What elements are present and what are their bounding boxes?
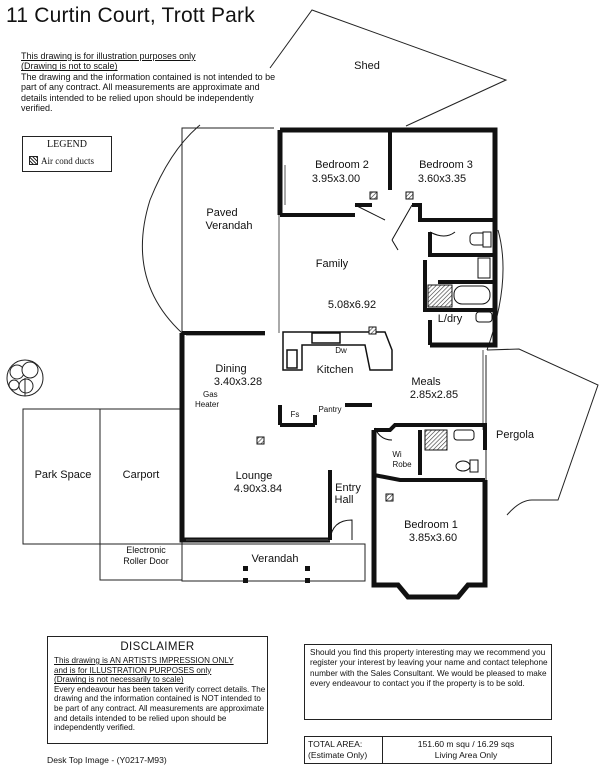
total-area-value: 151.60 m squ / 16.29 sqs Living Area Onl… bbox=[386, 739, 546, 761]
legend: LEGEND Air cond ducts bbox=[22, 136, 112, 172]
intro-note: This drawing is for illustration purpose… bbox=[21, 51, 281, 113]
label-family: Family bbox=[316, 258, 349, 270]
intro-line-2: (Drawing is not to scale) bbox=[21, 61, 118, 72]
label-bedroom-2: Bedroom 2 bbox=[315, 159, 369, 171]
disclaimer-box: DISCLAIMER This drawing is AN ARTISTS IM… bbox=[47, 636, 268, 744]
dim-bedroom-2: 3.95x3.00 bbox=[312, 173, 360, 185]
label-laundry: L/dry bbox=[438, 313, 463, 325]
disclaimer-heading: DISCLAIMER bbox=[120, 641, 195, 653]
total-area-title: TOTAL AREA: bbox=[308, 739, 363, 749]
total-area-estimate: (Estimate Only) bbox=[308, 750, 368, 760]
label-entry: Entry bbox=[335, 482, 361, 494]
front-verandah-outline bbox=[181, 543, 366, 582]
area-value: 151.60 m squ / 16.29 sqs bbox=[417, 739, 515, 749]
disclaimer-line-2: and is for ILLUSTRATION PURPOSES only bbox=[54, 665, 212, 675]
total-area-box: TOTAL AREA: (Estimate Only) 151.60 m squ… bbox=[304, 736, 552, 764]
side-verandah-outline bbox=[141, 124, 274, 334]
label-dishwasher: Dw bbox=[335, 346, 347, 355]
label-lounge: Lounge bbox=[236, 470, 273, 482]
label-dining: Dining bbox=[215, 363, 246, 375]
label-carport: Carport bbox=[123, 469, 160, 481]
dim-bedroom-3: 3.60x3.35 bbox=[418, 173, 466, 185]
pergola-outline bbox=[486, 229, 599, 501]
dim-dining: 3.40x3.28 bbox=[214, 376, 262, 388]
label-fridge-space: Fs bbox=[291, 410, 300, 419]
label-paved: Paved bbox=[206, 207, 237, 219]
area-divider bbox=[382, 737, 383, 763]
disclaimer-line-3: (Drawing is not necessarily to scale) bbox=[54, 675, 184, 685]
label-paved-verandah: Verandah bbox=[205, 220, 252, 232]
pergola-gate bbox=[506, 499, 533, 516]
tree-icon bbox=[6, 359, 44, 397]
label-walk-in: Wi bbox=[392, 450, 402, 459]
legend-title: LEGEND bbox=[47, 139, 87, 150]
label-pergola: Pergola bbox=[496, 429, 535, 441]
bathroom-fixtures bbox=[424, 231, 493, 473]
disclaimer-body: This drawing is AN ARTISTS IMPRESSION ON… bbox=[54, 656, 266, 733]
disclaimer-line-1: This drawing is AN ARTISTS IMPRESSION ON… bbox=[54, 656, 234, 665]
label-shed: Shed bbox=[354, 60, 380, 72]
label-gas: Gas bbox=[203, 390, 218, 399]
total-area-label: TOTAL AREA: (Estimate Only) bbox=[308, 739, 367, 761]
label-entry-hall: Hall bbox=[335, 494, 354, 506]
intro-line-1: This drawing is for illustration purpose… bbox=[21, 51, 196, 61]
label-pantry: Pantry bbox=[318, 405, 341, 414]
contact-text: Should you find this property interestin… bbox=[310, 648, 548, 688]
label-robe: Robe bbox=[392, 460, 412, 469]
label-roller-door: Roller Door bbox=[123, 556, 169, 566]
air-cond-ducts bbox=[256, 191, 414, 502]
verandah-posts bbox=[243, 566, 310, 583]
label-heater: Heater bbox=[195, 400, 219, 409]
label-electronic: Electronic bbox=[126, 545, 166, 555]
dim-family: 5.08x6.92 bbox=[328, 299, 376, 311]
kitchen-benches bbox=[282, 331, 393, 371]
air-cond-duct-icon bbox=[29, 156, 38, 165]
shed-outline bbox=[269, 9, 508, 127]
footer-reference: Desk Top Image - (Y0217-M93) bbox=[47, 755, 167, 765]
label-kitchen: Kitchen bbox=[317, 364, 354, 376]
label-bedroom-1: Bedroom 1 bbox=[404, 519, 458, 531]
intro-body: The drawing and the information containe… bbox=[21, 71, 276, 114]
door-swings bbox=[329, 204, 456, 541]
page-title: 11 Curtin Court, Trott Park bbox=[6, 4, 255, 27]
contact-box: Should you find this property interestin… bbox=[304, 644, 552, 720]
dim-lounge: 4.90x3.84 bbox=[234, 483, 282, 495]
label-bedroom-3: Bedroom 3 bbox=[419, 159, 473, 171]
legend-item-label: Air cond ducts bbox=[41, 156, 94, 166]
dim-meals: 2.85x2.85 bbox=[410, 389, 458, 401]
legend-item: Air cond ducts bbox=[29, 156, 94, 166]
label-meals: Meals bbox=[411, 376, 441, 388]
area-note: Living Area Only bbox=[434, 750, 498, 760]
dim-bedroom-1: 3.85x3.60 bbox=[409, 532, 457, 544]
disclaimer-text: Every endeavour has been taken verify co… bbox=[54, 684, 266, 733]
interior-walls bbox=[182, 130, 495, 540]
label-park-space: Park Space bbox=[35, 469, 92, 481]
label-front-verandah: Verandah bbox=[251, 553, 298, 565]
